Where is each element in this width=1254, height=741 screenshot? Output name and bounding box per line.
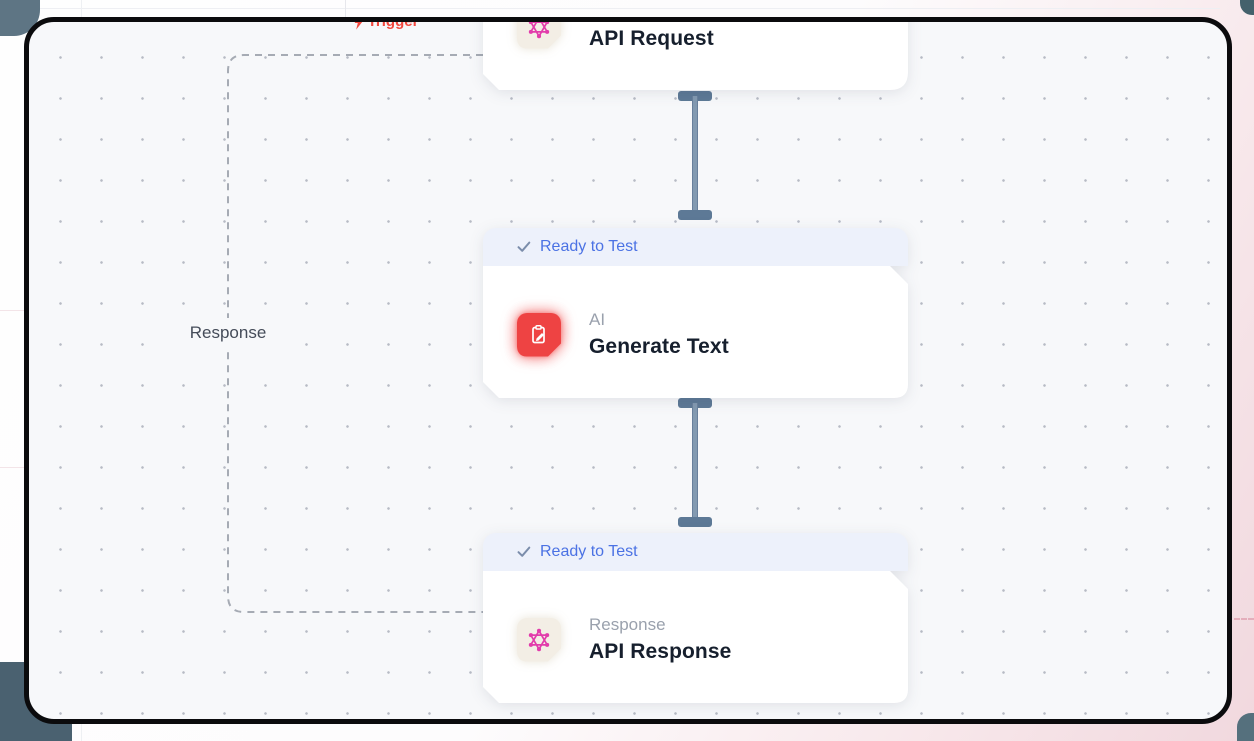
status-badge-label: Ready to Test [540, 238, 638, 255]
corner-shape [1237, 713, 1254, 741]
icon-container [517, 313, 561, 357]
node-title: Generate Text [589, 335, 729, 358]
check-icon [517, 546, 531, 557]
corner-shape [1240, 0, 1254, 15]
connector-line [692, 96, 698, 215]
page-column-line [345, 0, 346, 17]
ai-write-icon [517, 313, 561, 357]
pink-dashed-line [1234, 618, 1254, 620]
response-loop-path [227, 54, 483, 613]
connector-cap [678, 210, 712, 220]
node-title: API Request [589, 27, 714, 50]
hexagram-api-icon [517, 618, 561, 662]
node-api-request[interactable]: Interface API Request [483, 17, 908, 90]
loop-label: Response [178, 318, 278, 348]
icon-container [517, 17, 561, 49]
check-icon [517, 241, 531, 252]
page-row-line [0, 467, 24, 468]
trigger-label: Trigger [354, 22, 418, 30]
page-divider-line [40, 8, 1220, 9]
node-group-label: AI [589, 310, 606, 329]
node-title: API Response [589, 640, 732, 663]
icon-container [517, 618, 561, 662]
page-row-line [0, 310, 24, 311]
hexagram-api-icon [517, 17, 561, 49]
node-api-response[interactable]: Ready to Test Response [483, 533, 908, 703]
node-card[interactable]: AI Generate Text [483, 266, 908, 398]
node-generate-text[interactable]: Ready to Test AI Generate Text [483, 228, 908, 398]
connector-line [692, 403, 698, 521]
node-group-label: Interface [589, 17, 714, 22]
node-card[interactable]: Interface API Request [483, 17, 908, 90]
status-badge-label: Ready to Test [540, 543, 638, 560]
status-badge[interactable]: Ready to Test [483, 228, 908, 266]
lightning-bolt-icon [354, 22, 363, 30]
status-badge[interactable]: Ready to Test [483, 533, 908, 571]
flow-canvas-frame: Response Trigger [24, 17, 1232, 724]
node-card[interactable]: Response API Response [483, 571, 908, 703]
workflow-canvas[interactable]: Response Trigger [29, 22, 1227, 719]
connector-cap [678, 517, 712, 527]
node-group-label: Response [589, 615, 666, 634]
